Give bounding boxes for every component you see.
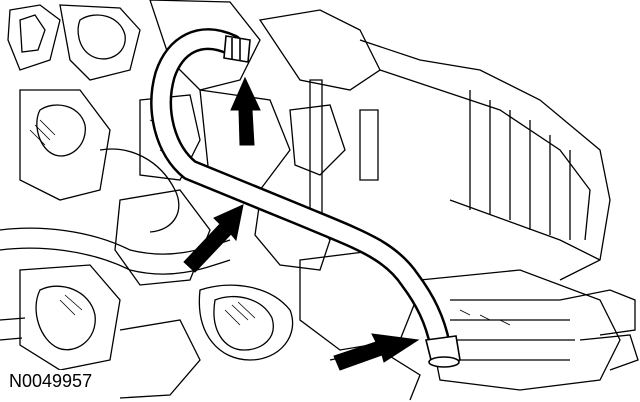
arrow-middle-icon — [183, 204, 244, 273]
arrow-lower-icon — [333, 333, 420, 371]
figure-id-label: N0049957 — [8, 370, 96, 392]
hose-upper-fitting — [223, 35, 251, 63]
callout-arrows — [183, 76, 420, 371]
hose-lower-fitting — [425, 335, 461, 368]
arrow-upper-icon — [230, 76, 261, 146]
coolant-hose — [150, 28, 451, 356]
